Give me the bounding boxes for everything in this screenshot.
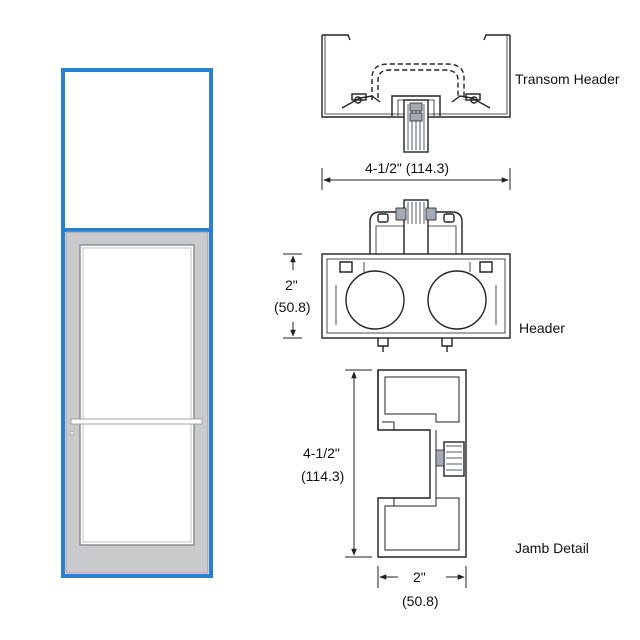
lock-cylinder [69, 430, 75, 436]
jamb-detail-section [377, 369, 467, 558]
header-section [321, 199, 511, 352]
header-height-dimension [283, 253, 302, 339]
jamb-width-inch: 2" [413, 569, 426, 585]
header-height-mm: (50.8) [274, 299, 311, 315]
push-bar [70, 418, 203, 425]
jamb-depth-mm: (114.3) [301, 468, 344, 484]
transom-header-section [321, 34, 511, 153]
door-elevation [61, 68, 213, 578]
transom-width-label: 4-1/2" (114.3) [365, 160, 449, 176]
jamb-detail-label: Jamb Detail [515, 540, 589, 556]
jamb-width-dimension [377, 566, 467, 588]
door-glass [79, 244, 195, 546]
transom-header-label: Transom Header [515, 71, 620, 87]
transom-width-dimension [321, 168, 511, 190]
header-height-inch: 2" [285, 277, 298, 293]
jamb-width-mm: (50.8) [402, 593, 439, 609]
jamb-depth-dimension [345, 369, 372, 558]
jamb-depth-inch: 4-1/2" [303, 445, 340, 461]
header-label: Header [519, 320, 565, 336]
